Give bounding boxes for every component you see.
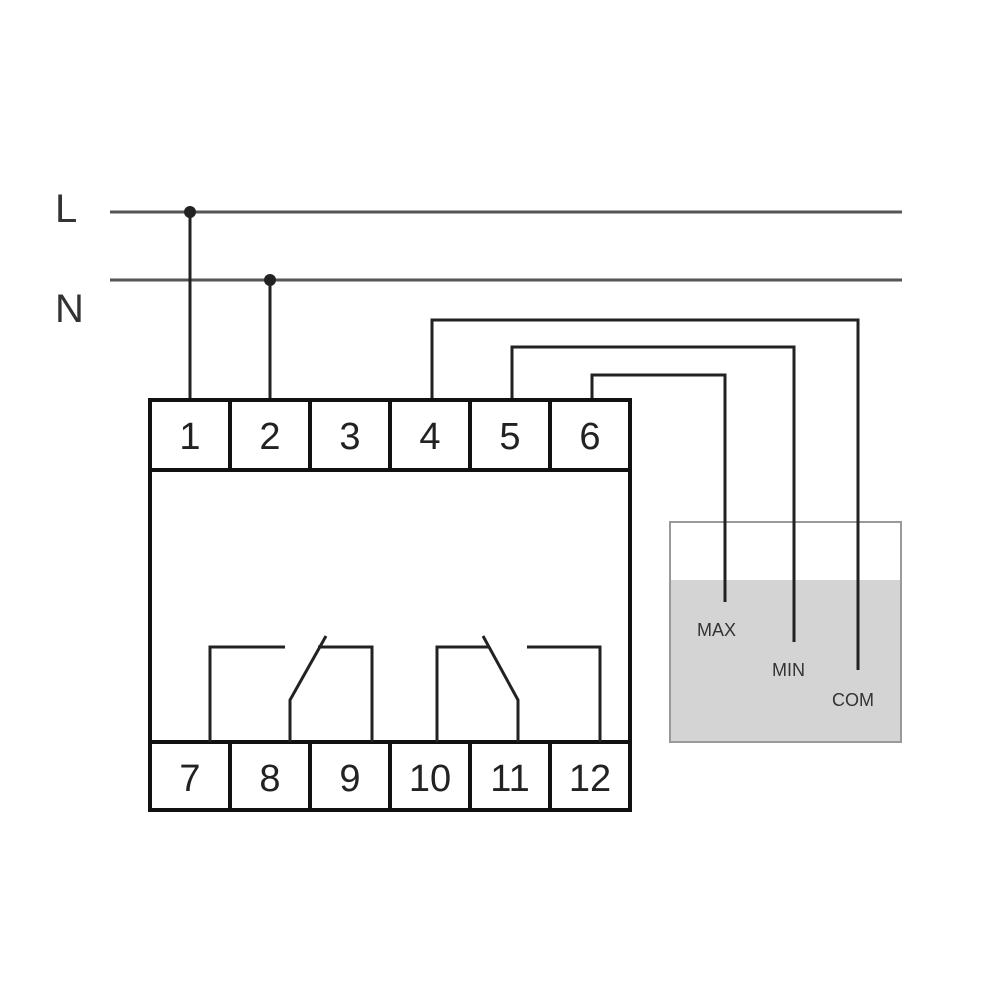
max-probe-wire <box>590 373 727 602</box>
terminal-9: 9 <box>339 758 360 800</box>
terminal-8: 8 <box>259 758 280 800</box>
min-probe-wire <box>510 345 796 642</box>
terminal-4: 4 <box>419 416 440 458</box>
bottom-terminal-separators <box>228 742 552 810</box>
com-probe-label: COM <box>832 690 874 710</box>
live-line-label: L <box>55 187 77 231</box>
min-probe-label: MIN <box>772 660 805 680</box>
relay-contact-1-symbol <box>208 635 374 742</box>
terminal-10: 10 <box>409 758 451 800</box>
max-probe-label: MAX <box>697 620 736 640</box>
com-probe-wire <box>430 318 860 670</box>
top-terminal-separators <box>228 400 552 470</box>
tank-liquid <box>670 580 901 742</box>
terminal-5: 5 <box>499 416 520 458</box>
terminal-2: 2 <box>259 416 280 458</box>
relay-contact-2-symbol <box>435 635 602 742</box>
terminal-11: 11 <box>490 758 529 800</box>
terminal-12: 12 <box>569 758 611 800</box>
neutral-junction-dot <box>264 274 276 286</box>
terminal-6: 6 <box>579 416 600 458</box>
terminal-3: 3 <box>339 416 360 458</box>
neutral-line-label: N <box>55 287 84 331</box>
tank <box>669 521 902 743</box>
live-junction-dot <box>184 206 196 218</box>
terminal-1: 1 <box>179 416 200 458</box>
terminal-7: 7 <box>179 758 200 800</box>
